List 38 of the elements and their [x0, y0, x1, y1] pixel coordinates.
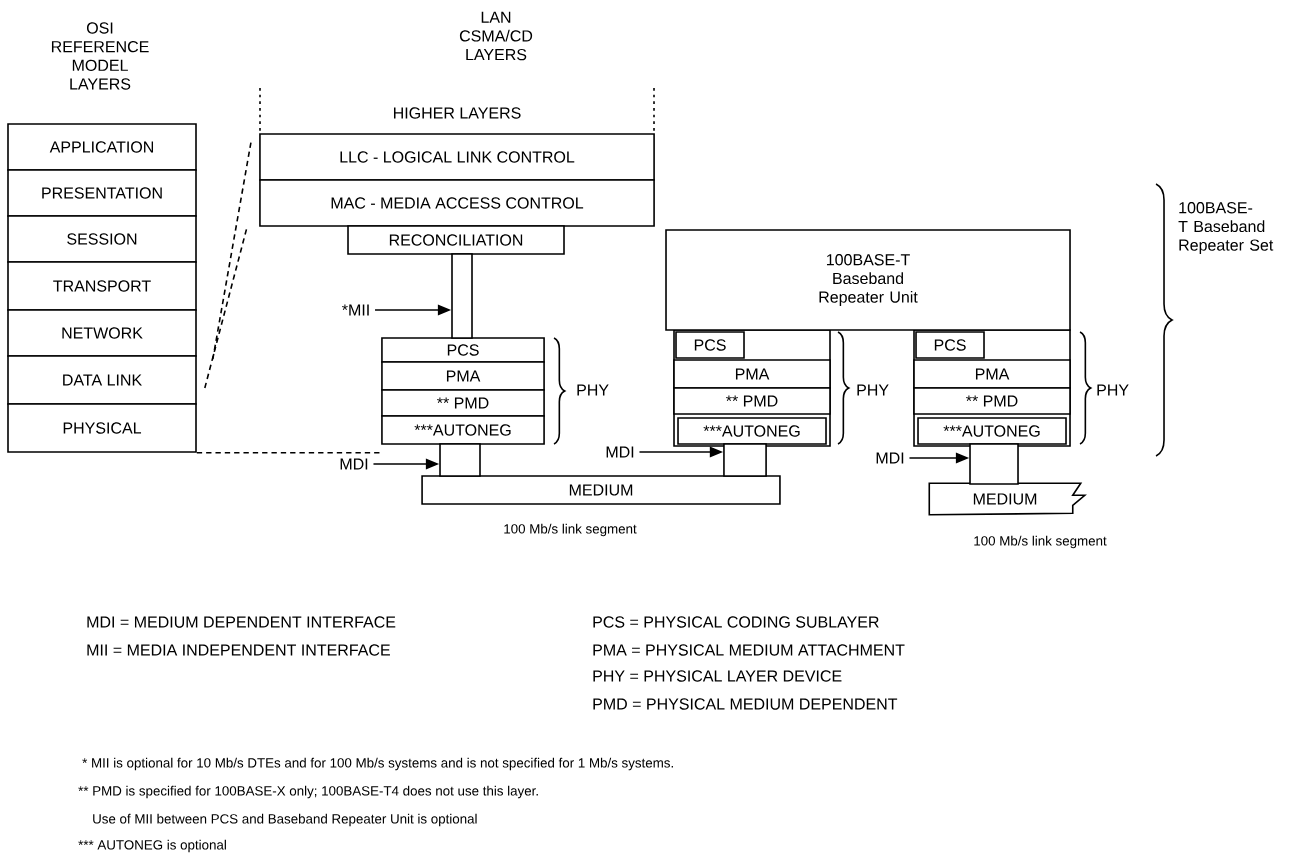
definition-text: PMD = PHYSICAL MEDIUM DEPENDENT [593, 698, 898, 710]
interface-link [451, 253, 473, 339]
interface-link [439, 443, 481, 477]
mapping-line [212, 140, 252, 360]
sublayer-box: PCS [915, 331, 985, 359]
osi-layer-box: PRESENTATION [7, 169, 197, 217]
interface-label: *MII [342, 304, 369, 316]
layer-box: LLC - LOGICAL LINK CONTROL [259, 133, 655, 181]
definition-text: PCS = PHYSICAL CODING SUBLAYER [593, 616, 879, 628]
definition-text: PMA = PHYSICAL MEDIUM ATTACHMENT [593, 644, 905, 656]
definition-text: PHY = PHYSICAL LAYER DEVICE [593, 670, 842, 682]
sublayer-box: ** PMD [673, 387, 831, 415]
osi-layer-box: PHYSICAL [7, 403, 197, 453]
sublayer-box: ** PMD [913, 387, 1071, 415]
set-label: 100BASE-T Baseband Repeater Set [1178, 202, 1274, 254]
definition-text: MII = MEDIA INDEPENDENT INTERFACE [87, 644, 390, 656]
brace-label: PHY [857, 384, 889, 396]
osi-layer-box: SESSION [7, 215, 197, 263]
mapping-line [204, 225, 248, 389]
sublayer-box: PCS [675, 331, 745, 359]
brace-label: PHY [1097, 384, 1129, 396]
interface-label: MDI [606, 446, 634, 458]
interface-link [723, 443, 767, 477]
osi-layer-box: APPLICATION [7, 123, 197, 171]
osi-layer-box: DATA LINK [7, 355, 197, 405]
interface-label: MDI [340, 458, 368, 470]
sublayer-box: ** PMD [381, 389, 545, 417]
osi-layer-box: NETWORK [7, 309, 197, 357]
interface-link [969, 443, 1019, 485]
brace-label: PHY [577, 384, 609, 396]
column-heading: LAN CSMA/CD LAYERS [459, 11, 533, 61]
layer-heading: HIGHER LAYERS [394, 107, 521, 119]
definition-text: MDI = MEDIUM DEPENDENT INTERFACE [87, 616, 396, 628]
mapping-line [196, 452, 382, 454]
interface-label: MDI [876, 452, 904, 464]
osi-layer-box: TRANSPORT [7, 261, 197, 311]
sublayer-box: PMA [381, 361, 545, 391]
column-heading: OSI REFERENCE MODEL LAYERS [51, 22, 149, 90]
